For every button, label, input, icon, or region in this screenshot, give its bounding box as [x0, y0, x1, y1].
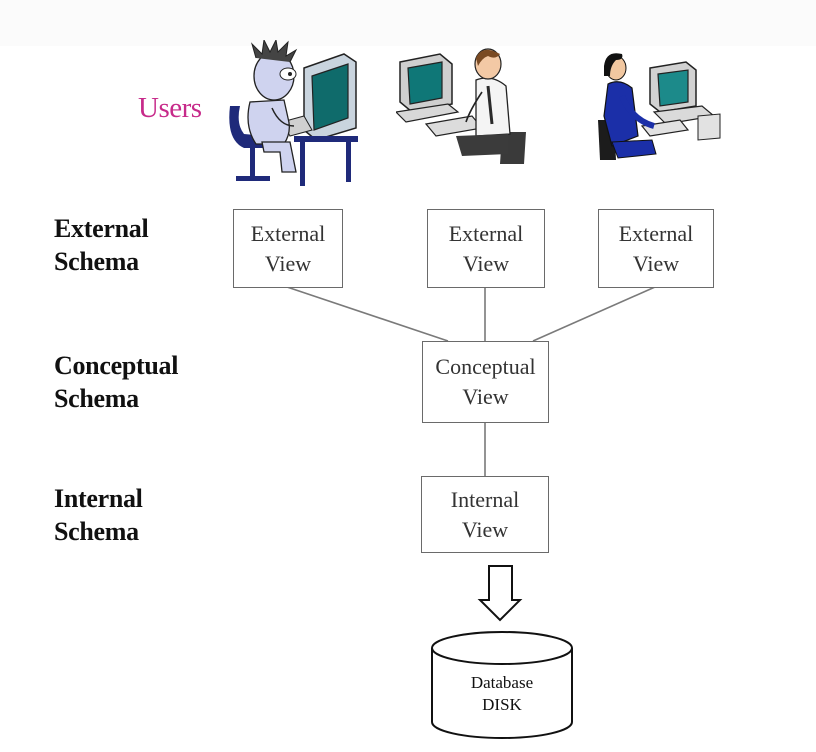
external-schema-label: External Schema — [54, 212, 149, 278]
user-at-computer-icon — [396, 48, 526, 164]
external-view-2-line2: View — [462, 250, 510, 276]
external-schema-line2: Schema — [54, 247, 139, 276]
conceptual-schema-label: Conceptual Schema — [54, 349, 178, 415]
connector-line — [532, 286, 656, 342]
database-cylinder-icon — [431, 631, 573, 739]
internal-schema-line2: Schema — [54, 517, 139, 546]
external-view-box-2: External View — [427, 209, 545, 288]
user-at-computer-icon — [229, 40, 358, 186]
external-view-box-3: External View — [598, 209, 714, 288]
external-view-1-line1: External — [250, 220, 326, 246]
users-label: Users — [138, 92, 202, 124]
external-view-2-line1: External — [448, 220, 524, 246]
external-view-3-line2: View — [632, 250, 680, 276]
internal-schema-line1: Internal — [54, 484, 143, 513]
external-view-1-line2: View — [264, 250, 312, 276]
database-disk-label: Database DISK — [432, 672, 572, 716]
internal-view-box: Internal View — [421, 476, 549, 553]
down-arrow-icon — [477, 565, 523, 622]
internal-schema-label: Internal Schema — [54, 482, 143, 548]
conceptual-view-line1: Conceptual — [435, 354, 536, 379]
conceptual-schema-line1: Conceptual — [54, 351, 179, 380]
conceptual-view-line2: View — [462, 384, 509, 409]
disk-line1: Database — [470, 673, 534, 692]
user-at-computer-icon — [598, 53, 721, 160]
conceptual-schema-line2: Schema — [54, 384, 139, 413]
external-view-box-1: External View — [233, 209, 343, 288]
internal-view-line1: Internal — [450, 486, 520, 512]
conceptual-view-box: Conceptual View — [422, 341, 549, 423]
internal-view-line2: View — [461, 516, 509, 542]
connector-line — [286, 286, 449, 342]
external-schema-line1: External — [54, 214, 149, 243]
disk-line2: DISK — [482, 695, 522, 714]
header-band — [0, 0, 816, 46]
external-view-3-line1: External — [618, 220, 694, 246]
